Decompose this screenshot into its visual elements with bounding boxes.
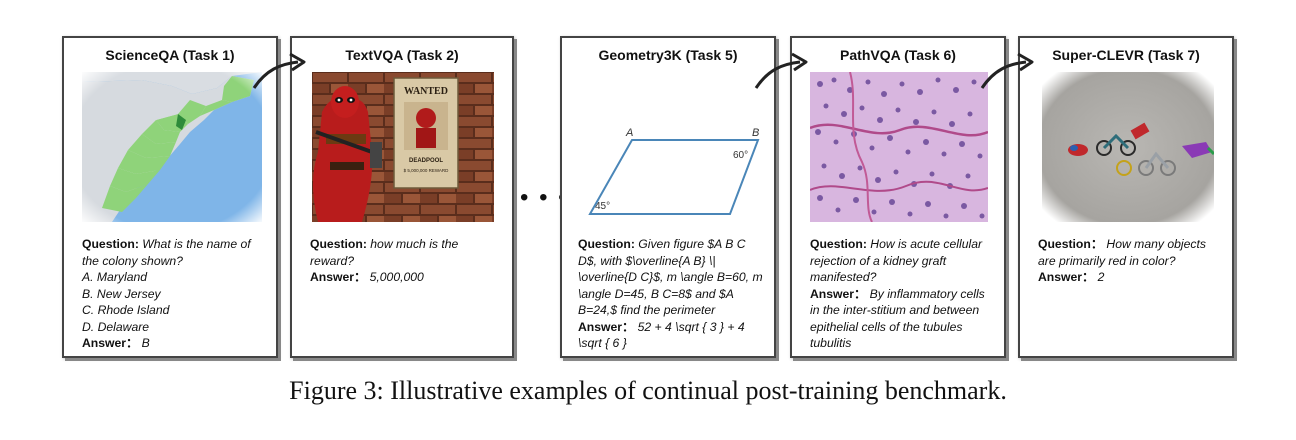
question-text: How is acute cellular rejection of a kid… [810, 237, 983, 284]
vertex-b-label: B [752, 127, 759, 139]
answer-label: Answer： [578, 319, 635, 334]
vertex-c-label: C [724, 221, 732, 222]
clevr-graphic [1042, 72, 1214, 222]
task-card-geometry3k: Geometry3K (Task 5) A B C D 60° 45° Ques… [560, 36, 776, 358]
arrow-icon [252, 52, 306, 89]
option-d: D. Delaware [82, 319, 150, 334]
question-label: Question: [82, 237, 139, 251]
task-title: ScienceQA (Task 1) [105, 47, 235, 63]
geometry-diagram: A B C D 60° 45° [570, 72, 770, 222]
task-card-scienceqa: ScienceQA (Task 1) [62, 36, 278, 358]
task-title: PathVQA (Task 6) [840, 47, 956, 63]
angle-d-label: 45° [595, 201, 610, 212]
qa-block: Question: Given figure $A B C D$, with $… [578, 236, 764, 352]
task-card-pathvqa: PathVQA (Task 6) [790, 36, 1006, 358]
poster-image: WANTED DEADPOOL $ 5,000,000 REWARD [312, 72, 494, 222]
question-label: Question: [810, 237, 867, 251]
answer-label: Answer： [310, 270, 367, 284]
qa-block: Question: how much is the reward? Answer… [310, 236, 500, 286]
question-text: Given figure $A B C D$, with $\overline{… [578, 237, 763, 317]
poster-name-text: DEADPOOL [409, 158, 443, 164]
poster-graphic: WANTED DEADPOOL $ 5,000,000 REWARD [312, 72, 494, 222]
vertex-d-label: D [578, 221, 586, 222]
clevr-scene-image [1042, 72, 1214, 222]
poster-wanted-text: WANTED [404, 86, 448, 97]
answer-label: Answer： [1038, 270, 1095, 284]
task-title: Geometry3K (Task 5) [598, 47, 738, 63]
question-text: how much is the reward? [310, 237, 459, 268]
option-b: B. New Jersey [82, 286, 161, 301]
arrow-icon [980, 52, 1034, 89]
figure-caption: Figure 3: Illustrative examples of conti… [289, 376, 1007, 405]
answer-text: 5,000,000 [369, 270, 424, 284]
qa-block: Question: How is acute cellular rejectio… [810, 236, 992, 352]
question-label: Question: [310, 237, 367, 251]
answer-text: B [141, 336, 150, 350]
answer-text: 2 [1097, 270, 1105, 284]
map-image [82, 72, 262, 222]
vertex-a-label: A [625, 127, 633, 139]
parallelogram-graphic: A B C D 60° 45° [578, 127, 760, 222]
option-c: C. Rhode Island [82, 303, 170, 317]
answer-text: By inflammatory cells in the inter-stiti… [810, 286, 985, 351]
question-label: Question: [578, 237, 635, 251]
arrow-icon [754, 52, 808, 89]
map-graphic [82, 72, 262, 222]
answer-text: 52 + 4 \sqrt { 3 } + 4 \sqrt { 6 } [578, 319, 745, 351]
histology-image [810, 72, 988, 222]
angle-b-label: 60° [733, 150, 748, 161]
qa-block: Question: What is the name of the colony… [82, 236, 264, 352]
qa-block: Question： How many objects are primarily… [1038, 236, 1220, 286]
answer-label: Answer： [810, 286, 867, 301]
task-card-textvqa: TextVQA (Task 2) WANTED DEADPOOL $ 5,000… [290, 36, 514, 358]
histology-graphic [810, 72, 988, 222]
ellipsis: • • • [520, 184, 569, 211]
task-title: Super-CLEVR (Task 7) [1052, 47, 1200, 63]
task-card-superclevr: Super-CLEVR (Task 7) [1018, 36, 1234, 358]
answer-label: Answer： [82, 336, 139, 350]
poster-reward-text: $ 5,000,000 REWARD [404, 168, 450, 173]
task-title: TextVQA (Task 2) [345, 47, 459, 63]
question-text: What is the name of the colony shown? [82, 237, 251, 268]
question-text: How many objects are primarily red in co… [1038, 237, 1206, 268]
option-a: A. Maryland [82, 270, 148, 284]
question-label: Question： [1038, 237, 1104, 251]
